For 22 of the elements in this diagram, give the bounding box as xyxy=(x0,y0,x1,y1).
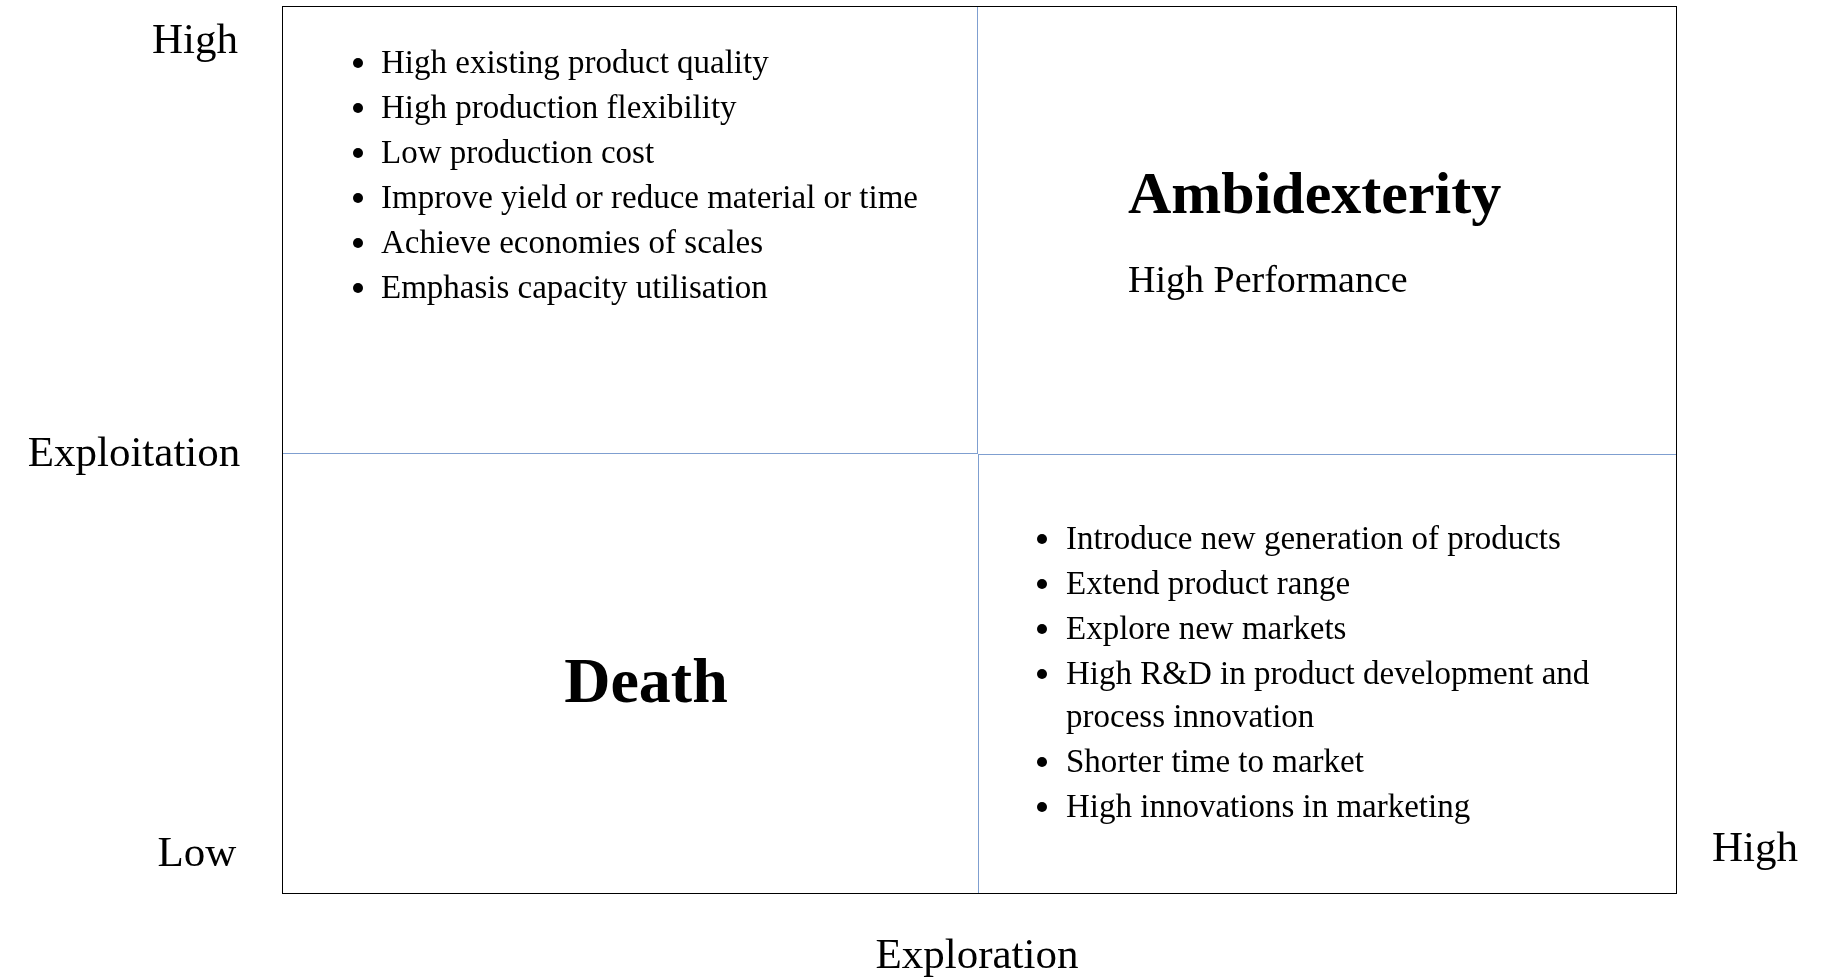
bullet-text: Low production cost xyxy=(381,133,655,172)
bullet-text: Explore new markets xyxy=(1066,609,1347,648)
quadrant-panel xyxy=(978,454,1676,893)
bullet-text: Shorter time to market xyxy=(1066,742,1364,781)
bullet-text: Achieve economies of scales xyxy=(381,223,764,262)
bullet-text: High R&D in product development and process innovation xyxy=(1066,654,1591,736)
bullet-text: Improve yield or reduce material or time xyxy=(381,178,918,217)
axis-label: Exploration xyxy=(875,928,1079,978)
axis-tick-label: High xyxy=(152,13,238,63)
quadrant-title: Death xyxy=(564,644,728,718)
bullet-text: Emphasis capacity utilisation xyxy=(381,268,768,307)
quadrant-subtitle: High Performance xyxy=(1128,257,1408,301)
bullet-text: High production flexibility xyxy=(381,88,737,127)
axis-label: Exploitation xyxy=(27,426,241,476)
quadrant-panel xyxy=(283,7,978,454)
bullet-text: High innovations in marketing xyxy=(1066,787,1471,826)
bullet-text: Introduce new generation of products xyxy=(1066,519,1561,558)
quadrant-title: Ambidexterity xyxy=(1128,159,1502,228)
bullet-text: Extend product range xyxy=(1066,564,1351,603)
axis-tick-label: Low xyxy=(157,826,237,876)
bullet-text: High existing product quality xyxy=(381,43,769,82)
axis-tick-label: High xyxy=(1712,821,1798,871)
